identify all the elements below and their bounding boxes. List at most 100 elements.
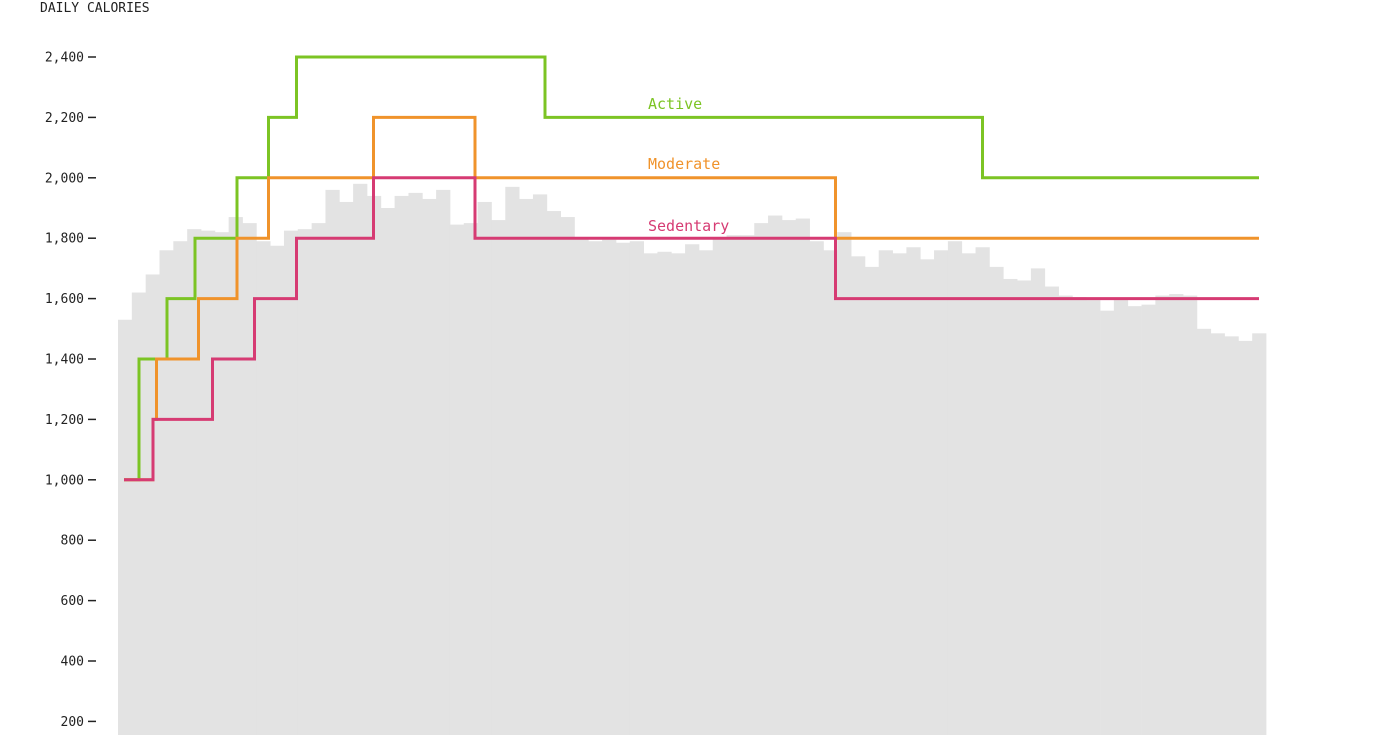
calorie-bar	[657, 251, 672, 735]
calorie-bar	[864, 266, 880, 735]
calorie-bar	[934, 250, 949, 735]
calorie-bar	[906, 247, 921, 735]
calorie-bar	[643, 253, 658, 735]
calorie-bar	[712, 238, 727, 735]
calorie-bar	[505, 186, 520, 735]
calorie-bar	[560, 217, 575, 735]
recommendation-lines	[124, 55, 1259, 482]
y-tick-label: 2,000	[45, 171, 84, 186]
calorie-bar	[159, 250, 174, 735]
calorie-bar	[1003, 278, 1018, 735]
y-axis-title: DAILY CALORIES	[40, 1, 150, 16]
calorie-bar	[436, 189, 451, 735]
calorie-bar	[118, 319, 133, 735]
y-tick-label: 800	[61, 534, 84, 549]
bars-layer	[118, 183, 1267, 735]
calorie-bar	[1141, 304, 1156, 735]
y-axis: 2004006008001,0001,2001,4001,6001,8002,0…	[45, 51, 96, 730]
y-tick-label: 2,400	[45, 51, 84, 66]
calorie-bar	[1252, 333, 1267, 735]
calorie-bar	[311, 223, 326, 735]
series-label-sedentary: Sedentary	[648, 217, 729, 235]
calorie-bar	[740, 235, 755, 735]
series-line-active	[124, 55, 1259, 482]
calorie-bar	[1183, 295, 1198, 735]
calorie-bar	[920, 259, 935, 735]
calorie-bar	[1058, 295, 1073, 735]
calorie-bar	[1030, 268, 1046, 735]
calorie-bar	[532, 194, 548, 735]
calorie-bar	[477, 201, 492, 735]
y-tick-label: 1,200	[45, 413, 84, 428]
calorie-bar	[671, 253, 686, 735]
calorie-bar	[283, 230, 299, 735]
calorie-bar	[961, 253, 976, 735]
y-tick-label: 1,600	[45, 292, 84, 307]
calorie-bar	[1100, 310, 1115, 735]
calorie-bar	[768, 215, 783, 735]
calorie-bar	[491, 220, 506, 735]
series-label-active: Active	[648, 95, 702, 113]
calorie-bar	[781, 220, 797, 735]
calorie-bar	[851, 256, 866, 735]
calorie-bar	[339, 201, 354, 735]
calorie-bar	[145, 274, 160, 735]
calorie-bar	[449, 224, 465, 735]
calorie-bar	[1155, 295, 1170, 735]
calorie-bar	[270, 245, 285, 735]
calorie-bar	[685, 244, 700, 735]
calorie-bar	[1086, 300, 1101, 735]
calorie-bar	[519, 198, 534, 735]
calorie-bar	[698, 250, 714, 735]
calorie-bar	[795, 218, 810, 735]
calorie-bar	[1044, 286, 1059, 735]
series-line-sedentary	[124, 176, 1259, 482]
calorie-bar	[297, 229, 313, 735]
calorie-bar	[726, 235, 741, 735]
calorie-bar	[1072, 297, 1087, 735]
calorie-bar	[602, 239, 617, 735]
calorie-bar	[228, 217, 243, 735]
calorie-bar	[353, 183, 368, 735]
y-tick-label: 200	[61, 715, 84, 730]
calorie-bar	[463, 223, 479, 735]
calorie-bar	[878, 250, 893, 735]
calorie-bar	[408, 192, 423, 735]
calorie-bar	[1196, 328, 1212, 735]
calorie-bar	[256, 241, 271, 735]
calorie-bar	[947, 241, 963, 735]
calorie-bar	[1017, 280, 1032, 735]
series-label-moderate: Moderate	[648, 155, 720, 173]
calorie-bar	[1210, 333, 1225, 735]
calorie-bar	[1169, 294, 1184, 735]
calorie-bar	[975, 247, 990, 735]
calorie-bar	[366, 195, 382, 735]
calorie-bar	[325, 189, 340, 735]
calorie-bar	[546, 211, 561, 735]
calorie-bar	[380, 208, 396, 735]
calorie-bar	[809, 241, 824, 735]
calorie-bar	[823, 250, 838, 735]
calorie-bar	[1238, 340, 1253, 735]
calorie-bar	[394, 195, 409, 735]
calorie-bar	[1113, 298, 1129, 735]
calorie-bar	[131, 292, 147, 735]
calorie-bar	[615, 242, 631, 735]
calorie-bar	[214, 232, 230, 735]
y-tick-label: 1,400	[45, 353, 84, 368]
calorie-bar	[989, 266, 1004, 735]
calorie-bar	[629, 241, 644, 735]
calorie-bar	[754, 223, 769, 735]
calorie-bar	[200, 230, 216, 735]
calorie-bar	[588, 241, 603, 735]
calorie-bar	[837, 232, 852, 735]
y-tick-label: 2,200	[45, 111, 84, 126]
calorie-bar	[1127, 306, 1142, 735]
calorie-bar	[173, 241, 188, 735]
calorie-bar	[422, 198, 437, 735]
y-tick-label: 1,000	[45, 473, 84, 488]
calorie-bar	[1224, 336, 1239, 735]
y-tick-label: 400	[61, 655, 84, 670]
